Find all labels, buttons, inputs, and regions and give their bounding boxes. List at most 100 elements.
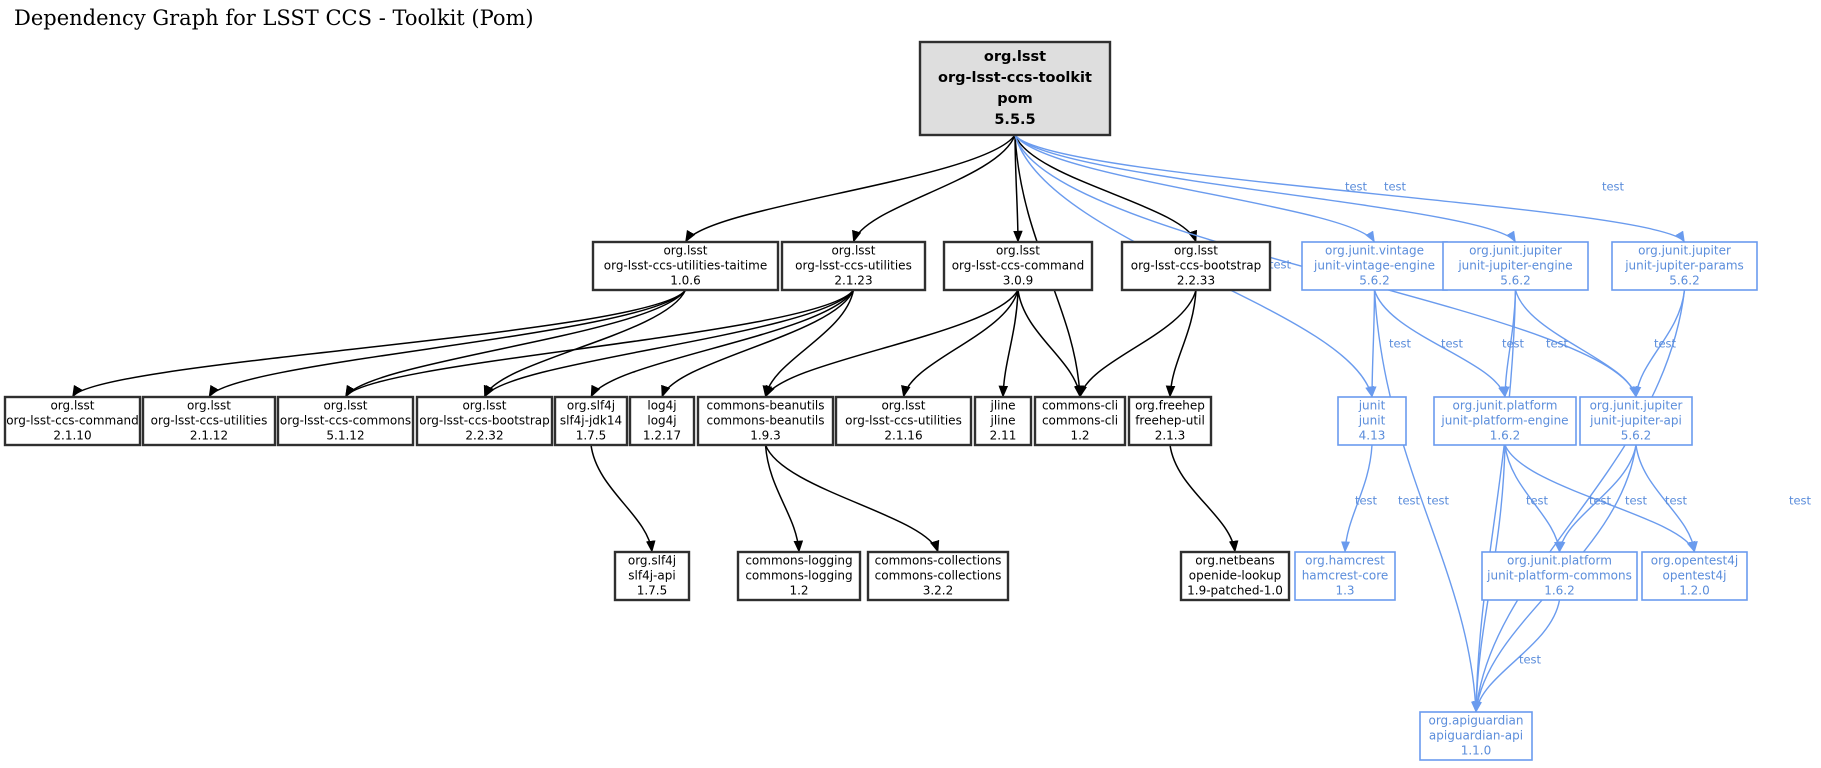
- node-text-line-2: 1.2.0: [1679, 584, 1710, 598]
- edge-utilities-taitime-to-command-2110: [71, 289, 687, 398]
- edge-root-to-command-309: [1013, 134, 1023, 243]
- node-text-line-1: junit: [1358, 414, 1386, 428]
- edge-label-test-17: test: [1519, 653, 1542, 667]
- node-text-line-1: org-lsst-ccs-command: [952, 259, 1085, 273]
- node-text-line-0: org.lsst: [996, 244, 1040, 258]
- edge-root-to-bootstrap-2233: [1014, 134, 1198, 243]
- node-box[interactable]: [736, 550, 862, 602]
- node-box[interactable]: [696, 395, 835, 447]
- node-box[interactable]: [866, 550, 1010, 602]
- edge-bootstrap-2233-to-commons-cli: [1077, 289, 1197, 398]
- node-text-line-1: org-lsst-ccs-toolkit: [938, 70, 1092, 86]
- node-text-line-1: openide-lookup: [1189, 569, 1281, 583]
- node-text-line-2: 1.6.2: [1490, 429, 1521, 443]
- node-junit-platform-commons[interactable]: org.junit.platformjunit-platform-commons…: [1481, 551, 1638, 601]
- node-text-line-0: org.lsst: [881, 399, 925, 413]
- node-box[interactable]: [591, 240, 780, 292]
- node-box[interactable]: [613, 550, 691, 602]
- node-box[interactable]: [553, 395, 629, 447]
- edge-label-test-15: test: [1665, 494, 1688, 508]
- edge-label-test-0: test: [1269, 258, 1292, 272]
- node-box[interactable]: [1179, 550, 1291, 602]
- node-box[interactable]: [1579, 396, 1693, 446]
- node-junit-jupiter-params[interactable]: org.junit.jupiterjunit-jupiter-params5.6…: [1611, 241, 1758, 291]
- node-text-line-1: junit-platform-engine: [1440, 414, 1568, 428]
- node-box[interactable]: [1433, 396, 1577, 446]
- node-box[interactable]: [1120, 240, 1272, 292]
- node-box[interactable]: [834, 395, 973, 447]
- node-text-line-0: org.slf4j: [628, 554, 676, 568]
- node-box[interactable]: [942, 240, 1094, 292]
- edge-commons-beanutils-to-commons-logging: [764, 444, 804, 553]
- node-utilities-taitime[interactable]: org.lsstorg-lsst-ccs-utilities-taitime1.…: [591, 240, 780, 292]
- node-box[interactable]: [628, 395, 696, 447]
- node-commons-collections[interactable]: commons-collectionscommons-collections3.…: [866, 550, 1010, 602]
- node-junit-platform-engine[interactable]: org.junit.platformjunit-platform-engine1…: [1433, 396, 1577, 446]
- node-text-line-1: junit-jupiter-engine: [1457, 259, 1572, 273]
- node-box[interactable]: [1442, 241, 1589, 291]
- node-text-line-2: 1.2: [789, 584, 808, 598]
- node-text-line-0: org.junit.jupiter: [1638, 244, 1731, 258]
- edge-label-test-4: test: [1389, 337, 1412, 351]
- node-text-line-0: org.opentest4j: [1651, 554, 1738, 568]
- node-box[interactable]: [415, 395, 554, 447]
- node-box[interactable]: [1294, 551, 1396, 601]
- node-box[interactable]: [3, 395, 142, 447]
- edge-junit-platform-commons-to-apiguardian-api: [1473, 599, 1561, 713]
- node-box[interactable]: [141, 395, 277, 447]
- node-text-line-2: 5.1.12: [326, 429, 364, 443]
- node-box[interactable]: [1337, 396, 1407, 446]
- node-box[interactable]: [1127, 395, 1213, 447]
- node-text-line-1: apiguardian-api: [1429, 729, 1523, 743]
- node-text-line-1: log4j: [647, 414, 676, 428]
- node-box[interactable]: [973, 395, 1033, 447]
- node-text-line-1: org-lsst-ccs-command: [6, 414, 139, 428]
- node-openide-lookup[interactable]: org.netbeansopenide-lookup1.9-patched-1.…: [1179, 550, 1291, 602]
- node-junit-vintage-engine[interactable]: org.junit.vintagejunit-vintage-engine5.6…: [1301, 241, 1448, 291]
- node-text-line-0: org.netbeans: [1195, 554, 1274, 568]
- node-box[interactable]: [1419, 711, 1533, 761]
- edge-commons-beanutils-to-commons-collections: [764, 444, 940, 553]
- edge-label-test-8: test: [1654, 337, 1677, 351]
- node-box[interactable]: [1033, 395, 1127, 447]
- edge-command-309-to-commons-cli: [1017, 289, 1084, 398]
- node-text-line-1: org-lsst-ccs-commons: [280, 414, 411, 428]
- node-text-line-2: 3.2.2: [923, 584, 954, 598]
- edge-label-test-7: test: [1546, 337, 1569, 351]
- edge-root-to-utilities-taitime: [684, 134, 1016, 243]
- node-box[interactable]: [780, 240, 927, 292]
- node-junit-jupiter-engine[interactable]: org.junit.jupiterjunit-jupiter-engine5.6…: [1442, 241, 1589, 291]
- node-text-line-2: 2.2.32: [465, 429, 503, 443]
- edge-root-to-junit-vintage-engine: [1014, 134, 1376, 243]
- node-box[interactable]: [1641, 551, 1748, 601]
- node-box[interactable]: [1481, 551, 1638, 601]
- node-box[interactable]: [918, 40, 1112, 137]
- edge-junit-vintage-engine-to-junit: [1367, 289, 1377, 398]
- node-box[interactable]: [276, 395, 415, 447]
- node-box[interactable]: [1611, 241, 1758, 291]
- node-text-line-1: opentest4j: [1663, 569, 1727, 583]
- node-text-line-0: log4j: [647, 399, 676, 413]
